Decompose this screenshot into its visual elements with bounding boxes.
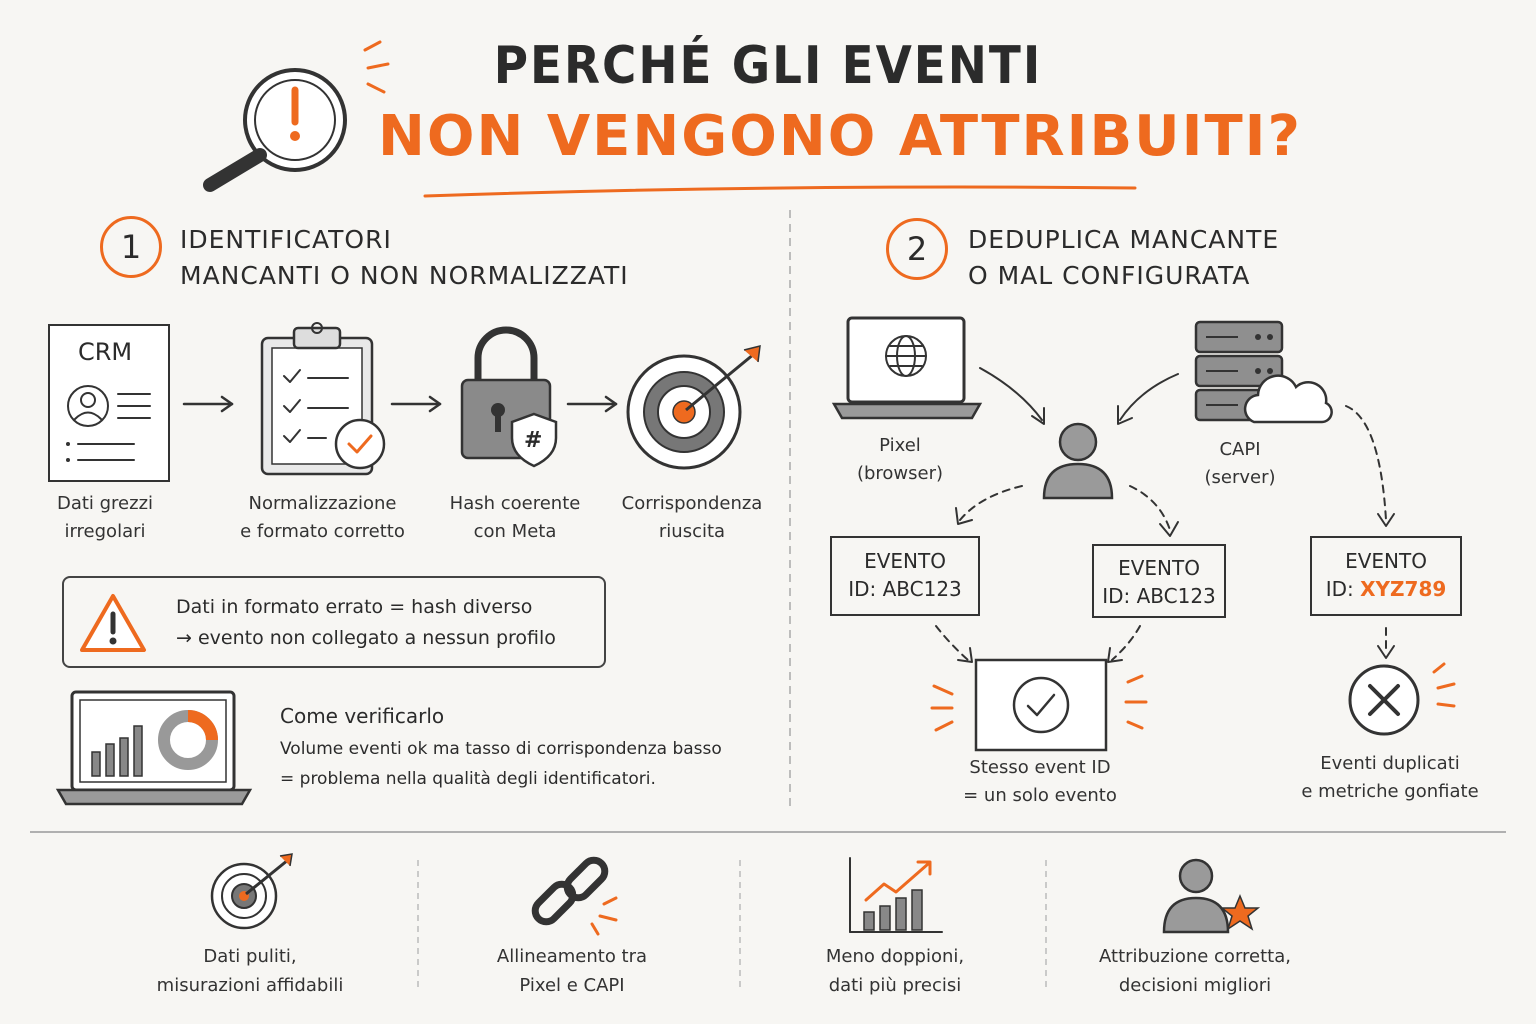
event-ticket-2-id: ID: ABC123 xyxy=(1094,582,1224,610)
caption-step-normalize-l2: e formato corretto xyxy=(240,521,405,542)
benefit-4-l2: decisioni migliori xyxy=(1118,975,1272,996)
verify-line2: = problema nella qualità degli identific… xyxy=(280,769,656,789)
caption-capi: CAPI (server) xyxy=(1170,436,1310,492)
event-ticket-2: EVENTO ID: ABC123 xyxy=(1092,544,1226,618)
page-title-line1: PERCHÉ GLI EVENTI xyxy=(493,36,1043,96)
magnifier-alert-icon xyxy=(203,68,347,192)
warning-line1: Dati in formato errato = hash diverso xyxy=(176,596,533,618)
chain-link-icon xyxy=(531,856,618,936)
verify-title: Come verificarlo xyxy=(280,704,445,728)
footer-divider xyxy=(30,831,1506,833)
caption-success: Stesso event ID = un solo evento xyxy=(940,754,1140,810)
benefit-3-l2: dati più precisi xyxy=(828,975,962,996)
padlock-hash-icon xyxy=(460,326,558,468)
caption-step-crm-l2: irregolari xyxy=(64,521,146,542)
verify-line1: Volume eventi ok ma tasso di corrisponde… xyxy=(280,739,722,759)
arrow-right-3 xyxy=(566,395,618,413)
caption-pixel-l2: (browser) xyxy=(856,463,944,484)
growth-chart-icon xyxy=(849,857,943,933)
section2-title-line1: DEDUPLICA MANCANTE xyxy=(968,225,1280,254)
benefit-3: Meno doppioni, dati più precisi xyxy=(790,942,1000,1000)
caption-pixel: Pixel (browser) xyxy=(830,432,970,488)
benefit-1-l1: Dati puliti, xyxy=(203,946,297,967)
section2-title-line2: O MAL CONFIGURATA xyxy=(968,261,1251,290)
benefit-1-l2: misurazioni affidabili xyxy=(156,975,344,996)
benefit-1: Dati puliti, misurazioni affidabili xyxy=(130,942,370,1000)
caption-step-crm-l1: Dati grezzi xyxy=(56,493,154,514)
title-underline xyxy=(423,185,1137,198)
caption-capi-l1: CAPI xyxy=(1219,439,1261,460)
event-ticket-3-id-value: XYZ789 xyxy=(1360,577,1447,601)
section2-number: 2 xyxy=(886,218,948,280)
alert-sparks xyxy=(363,40,390,94)
target-icon xyxy=(210,853,293,930)
event-ticket-3-title: EVENTO xyxy=(1345,549,1427,573)
crm-document-icon xyxy=(66,385,151,462)
check-circle-icon xyxy=(930,658,1148,752)
crm-label: CRM xyxy=(78,338,133,366)
benefit-4: Attribuzione corretta, decisioni migliori xyxy=(1080,942,1310,1000)
arrow-right-2 xyxy=(390,395,442,413)
caption-pixel-l1: Pixel xyxy=(879,435,921,456)
warning-line2: → evento non collegato a nessun profilo xyxy=(176,627,556,649)
caption-failure-l1: Eventi duplicati xyxy=(1320,753,1460,774)
caption-step-normalize: Normalizzazione e formato corretto xyxy=(230,490,415,546)
target-arrow-icon xyxy=(626,345,761,470)
caption-step-hash-l1: Hash coerente xyxy=(449,493,581,514)
event-ticket-2-id-prefix: ID: xyxy=(1102,584,1137,608)
event-ticket-1-title: EVENTO xyxy=(864,549,946,573)
warning-box: Dati in formato errato = hash diverso → … xyxy=(62,576,606,668)
event-ticket-3-id-prefix: ID: xyxy=(1325,577,1361,601)
event-ticket-2-title: EVENTO xyxy=(1118,556,1200,580)
hash-symbol: # xyxy=(524,428,543,453)
section1-number: 1 xyxy=(100,216,162,278)
user-star-icon xyxy=(1162,858,1261,934)
benefit-3-l1: Meno doppioni, xyxy=(825,946,965,967)
event-ticket-3: EVENTO ID: XYZ789 xyxy=(1310,536,1462,616)
clipboard-checklist-icon xyxy=(260,322,386,476)
user-icon xyxy=(1042,422,1114,500)
event-ticket-2-id-value: ABC123 xyxy=(1136,584,1216,608)
caption-step-match-l2: riuscita xyxy=(658,521,726,542)
warning-triangle-icon xyxy=(80,594,146,652)
caption-step-normalize-l1: Normalizzazione xyxy=(248,493,397,514)
caption-step-match: Corrispondenza riuscita xyxy=(612,490,772,546)
flow-arrows xyxy=(935,367,1395,663)
page-title-line2: NON VENGONO ATTRIBUITI? xyxy=(378,104,1302,169)
section1-title-line2: MANCANTI O NON NORMALIZZATI xyxy=(180,261,629,290)
caption-capi-l2: (server) xyxy=(1204,467,1276,488)
section-divider-vertical xyxy=(789,210,791,810)
event-ticket-1-id-value: ABC123 xyxy=(882,577,962,601)
section1-title-line1: IDENTIFICATORI xyxy=(180,225,392,254)
server-cloud-icon xyxy=(1194,320,1333,424)
benefit-2-l1: Allineamento tra xyxy=(496,946,648,967)
laptop-dashboard-icon xyxy=(55,690,253,806)
arrow-right-1 xyxy=(182,395,234,413)
caption-step-crm: Dati grezzi irregolari xyxy=(30,490,180,546)
benefit-2-l2: Pixel e CAPI xyxy=(519,975,625,996)
event-ticket-1: EVENTO ID: ABC123 xyxy=(830,536,980,616)
event-ticket-1-id: ID: ABC123 xyxy=(832,575,978,603)
step-crm: CRM xyxy=(48,324,170,482)
event-ticket-1-id-prefix: ID: xyxy=(848,577,883,601)
event-ticket-3-id: ID: XYZ789 xyxy=(1312,575,1460,603)
benefit-4-l1: Attribuzione corretta, xyxy=(1099,946,1291,967)
x-circle-icon xyxy=(1348,662,1456,736)
caption-step-hash-l2: con Meta xyxy=(473,521,557,542)
caption-success-l1: Stesso event ID xyxy=(969,757,1111,778)
caption-step-match-l1: Corrispondenza xyxy=(621,493,763,514)
caption-success-l2: = un solo evento xyxy=(963,785,1117,806)
caption-step-hash: Hash coerente con Meta xyxy=(440,490,590,546)
laptop-globe-icon xyxy=(831,316,983,420)
caption-failure: Eventi duplicati e metriche gonfiate xyxy=(1290,750,1490,806)
caption-failure-l2: e metriche gonfiate xyxy=(1301,781,1479,802)
